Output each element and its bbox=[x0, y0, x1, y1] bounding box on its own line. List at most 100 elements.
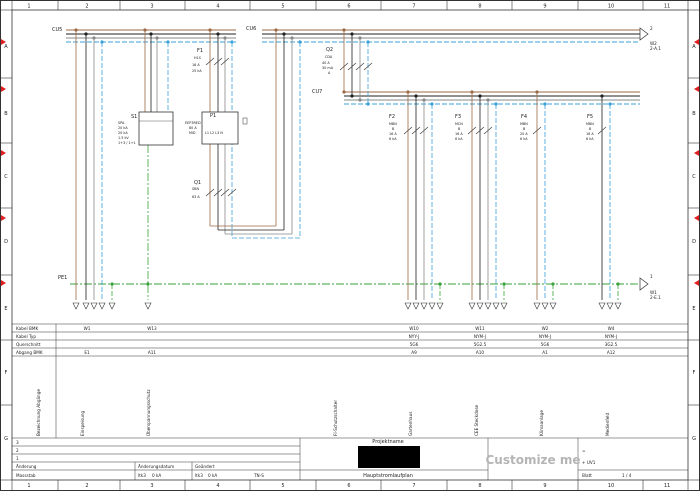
col-label-1-bottom: 1 bbox=[27, 483, 30, 489]
f5-tag: F5 bbox=[587, 114, 593, 120]
cable-row-label-typ: Kabel Typ bbox=[16, 334, 36, 339]
bus-label-cu6: CU6 bbox=[246, 26, 256, 32]
col-label-7: 7 bbox=[412, 4, 415, 10]
s1-line3: 1.5 kV bbox=[118, 136, 129, 140]
abgang-c8: A10 bbox=[476, 350, 485, 355]
row-marker-C-right bbox=[694, 150, 699, 156]
row-marker-A-right bbox=[694, 39, 699, 45]
cable-bmk-w13: W13 bbox=[147, 326, 157, 331]
blatt-label: Blatt bbox=[582, 473, 592, 478]
row-label-E: E bbox=[4, 306, 7, 312]
xref-bottom: 1 W1 2-E.1 bbox=[639, 274, 661, 300]
f3-tag: F3 bbox=[455, 114, 461, 120]
col-label-9-bottom: 9 bbox=[543, 483, 546, 489]
f4-type: MBN bbox=[520, 122, 528, 126]
f4-line3: 6 kA bbox=[520, 137, 528, 141]
rev-row-2: 2 bbox=[16, 448, 19, 453]
row-marker-D-right bbox=[694, 215, 699, 221]
bus-label-pe1: PE1 bbox=[58, 275, 67, 281]
q2-line2: 30 mA bbox=[322, 66, 334, 70]
q1-switch[interactable] bbox=[205, 188, 237, 197]
aenderungsdatum-label: Änderungsdatum bbox=[138, 464, 174, 469]
col-label-1: 1 bbox=[27, 4, 30, 10]
tns-value: TN-S bbox=[253, 473, 264, 478]
feed-wires bbox=[209, 30, 301, 239]
row-label-A-right: A bbox=[692, 44, 696, 50]
geaendert-label: Geändert bbox=[195, 464, 215, 469]
f3-switch[interactable] bbox=[467, 126, 493, 135]
col-label-11-bottom: 11 bbox=[664, 483, 670, 489]
f1-line2: 25 kA bbox=[192, 69, 202, 73]
p1-meter-box[interactable] bbox=[201, 111, 239, 145]
row-marker-E-right bbox=[694, 280, 699, 286]
bus-label-cu7: CU7 bbox=[312, 89, 322, 95]
desc-gartenhaus: Gartenhaus bbox=[408, 412, 413, 436]
p1-line2: MID bbox=[189, 131, 196, 135]
desc-klimaanlage: Klimaanlage bbox=[539, 410, 544, 436]
q2-switch[interactable] bbox=[339, 62, 373, 71]
bus-cu7 bbox=[344, 91, 640, 105]
row-marker-B bbox=[1, 86, 6, 92]
junction-dots bbox=[74, 28, 620, 286]
f2-line3: 6 kA bbox=[389, 137, 397, 141]
p1-line3: L1 L2 L3 N bbox=[205, 131, 223, 135]
xref-top: 2 W2 2-A.1 bbox=[639, 26, 661, 51]
f2-type: MBN bbox=[389, 122, 397, 126]
f5-line1: B bbox=[589, 127, 592, 131]
row-label-D-right: D bbox=[692, 239, 696, 245]
q2-tag: Q2 bbox=[326, 47, 333, 53]
row-label-C: C bbox=[4, 174, 8, 180]
row-label-A: A bbox=[4, 44, 8, 50]
row-ticks bbox=[0, 9, 700, 481]
q1-type: SBN bbox=[192, 187, 199, 191]
f1-switch[interactable] bbox=[205, 57, 230, 66]
row-label-F: F bbox=[5, 370, 8, 376]
aenderung-label: Änderung bbox=[16, 464, 37, 469]
f2-switch[interactable] bbox=[403, 126, 429, 135]
row-label-B-right: B bbox=[692, 111, 696, 117]
equals-sign: = bbox=[582, 448, 586, 453]
sheet-number: 1 / 4 bbox=[622, 473, 632, 478]
col-label-4: 4 bbox=[216, 4, 219, 10]
q2-line1: 40 A bbox=[322, 61, 330, 65]
f4-wires bbox=[536, 92, 554, 300]
row-marker-D bbox=[1, 215, 6, 221]
cable-row-label-abgang: Abgang BMK bbox=[16, 350, 43, 355]
f5-switch[interactable] bbox=[597, 126, 607, 135]
col-label-6: 6 bbox=[347, 4, 350, 10]
f2-tag: F2 bbox=[389, 114, 395, 120]
plan-title: Hauptstromlaufplan bbox=[363, 473, 413, 479]
s1-wires bbox=[144, 30, 169, 300]
s1-tag: S1 bbox=[131, 114, 137, 120]
date1-value: ltk3 bbox=[138, 473, 146, 478]
col-label-10-bottom: 10 bbox=[608, 483, 614, 489]
f4-switch[interactable] bbox=[532, 126, 542, 135]
f2-wires bbox=[407, 92, 441, 300]
abgang-c10: A12 bbox=[607, 350, 616, 355]
col-label-3-bottom: 3 bbox=[150, 483, 153, 489]
date2-value: ltk3 bbox=[195, 473, 203, 478]
f1-type: H1S bbox=[194, 56, 201, 60]
col-label-11: 11 bbox=[664, 4, 670, 10]
f1-line1: 16 A bbox=[192, 63, 200, 67]
col-label-6-bottom: 6 bbox=[347, 483, 350, 489]
s1-device-box[interactable] bbox=[138, 111, 174, 146]
f3-wires bbox=[471, 92, 505, 300]
f3-line2: 16 A bbox=[455, 132, 463, 136]
col-label-2: 2 bbox=[85, 4, 88, 10]
f5-line2: 16 A bbox=[586, 132, 594, 136]
desc-header: Bezeichnung Abgänge bbox=[36, 389, 41, 436]
f5-wires bbox=[601, 96, 619, 300]
abgang-c9: A1 bbox=[542, 350, 548, 355]
q1-tag: Q1 bbox=[194, 180, 201, 186]
desc-cee-steckdose: CEE Steckdose bbox=[474, 404, 479, 436]
q2-line3: A bbox=[328, 71, 331, 75]
col-label-10: 10 bbox=[608, 4, 614, 10]
row-label-B: B bbox=[4, 111, 8, 117]
row-label-F-right: F bbox=[693, 370, 696, 376]
abgang-e1: E1 bbox=[84, 350, 90, 355]
infeed-wires bbox=[75, 30, 113, 300]
bus-label-cu5: CU5 bbox=[52, 27, 62, 33]
